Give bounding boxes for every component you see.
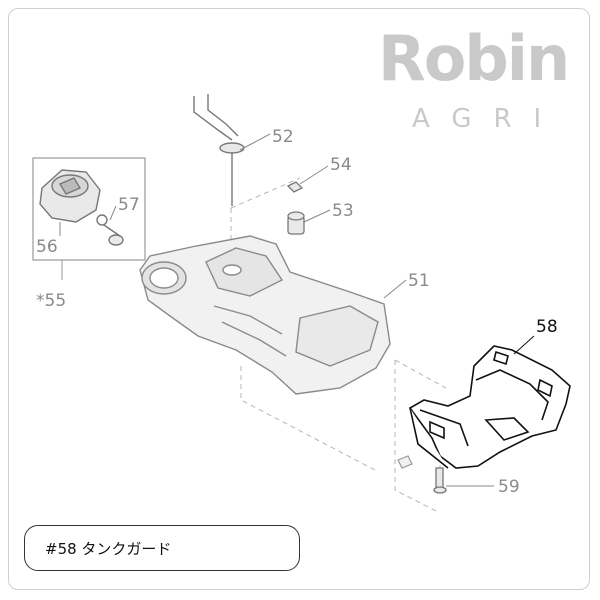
leader-lines (59, 133, 494, 487)
label-part-53: 53 (332, 201, 354, 221)
image-frame (8, 8, 590, 590)
part-caption: #58 タンクガード (24, 525, 300, 571)
label-part-57: 57 (118, 195, 140, 215)
fuel-pipe-part (193, 94, 245, 206)
bushing-part (287, 211, 305, 235)
cap-assembly-box (32, 157, 146, 280)
label-part-56: 56 (36, 237, 58, 257)
cap-strap-part (96, 214, 124, 246)
logo-brand-text: Robin (378, 22, 570, 95)
grommet-part (286, 181, 304, 193)
fuel-cap-part (39, 169, 101, 223)
bolt-part (433, 467, 447, 494)
tank-guard-part (408, 345, 571, 469)
leader-line-58 (513, 335, 535, 355)
logo-sub-text: AGRI (412, 104, 564, 134)
brand-logo: Robin AGRI (378, 28, 578, 138)
fuel-tank-part (139, 235, 391, 395)
label-part-51: 51 (408, 271, 430, 291)
guard-washer-part (397, 455, 413, 469)
label-part-59: 59 (498, 477, 520, 497)
caption-text: #58 タンクガード (45, 539, 172, 558)
label-part-54: 54 (330, 155, 352, 175)
label-part-58: 58 (536, 317, 558, 337)
label-part-55: *55 (36, 291, 66, 311)
label-part-52: 52 (272, 127, 294, 147)
